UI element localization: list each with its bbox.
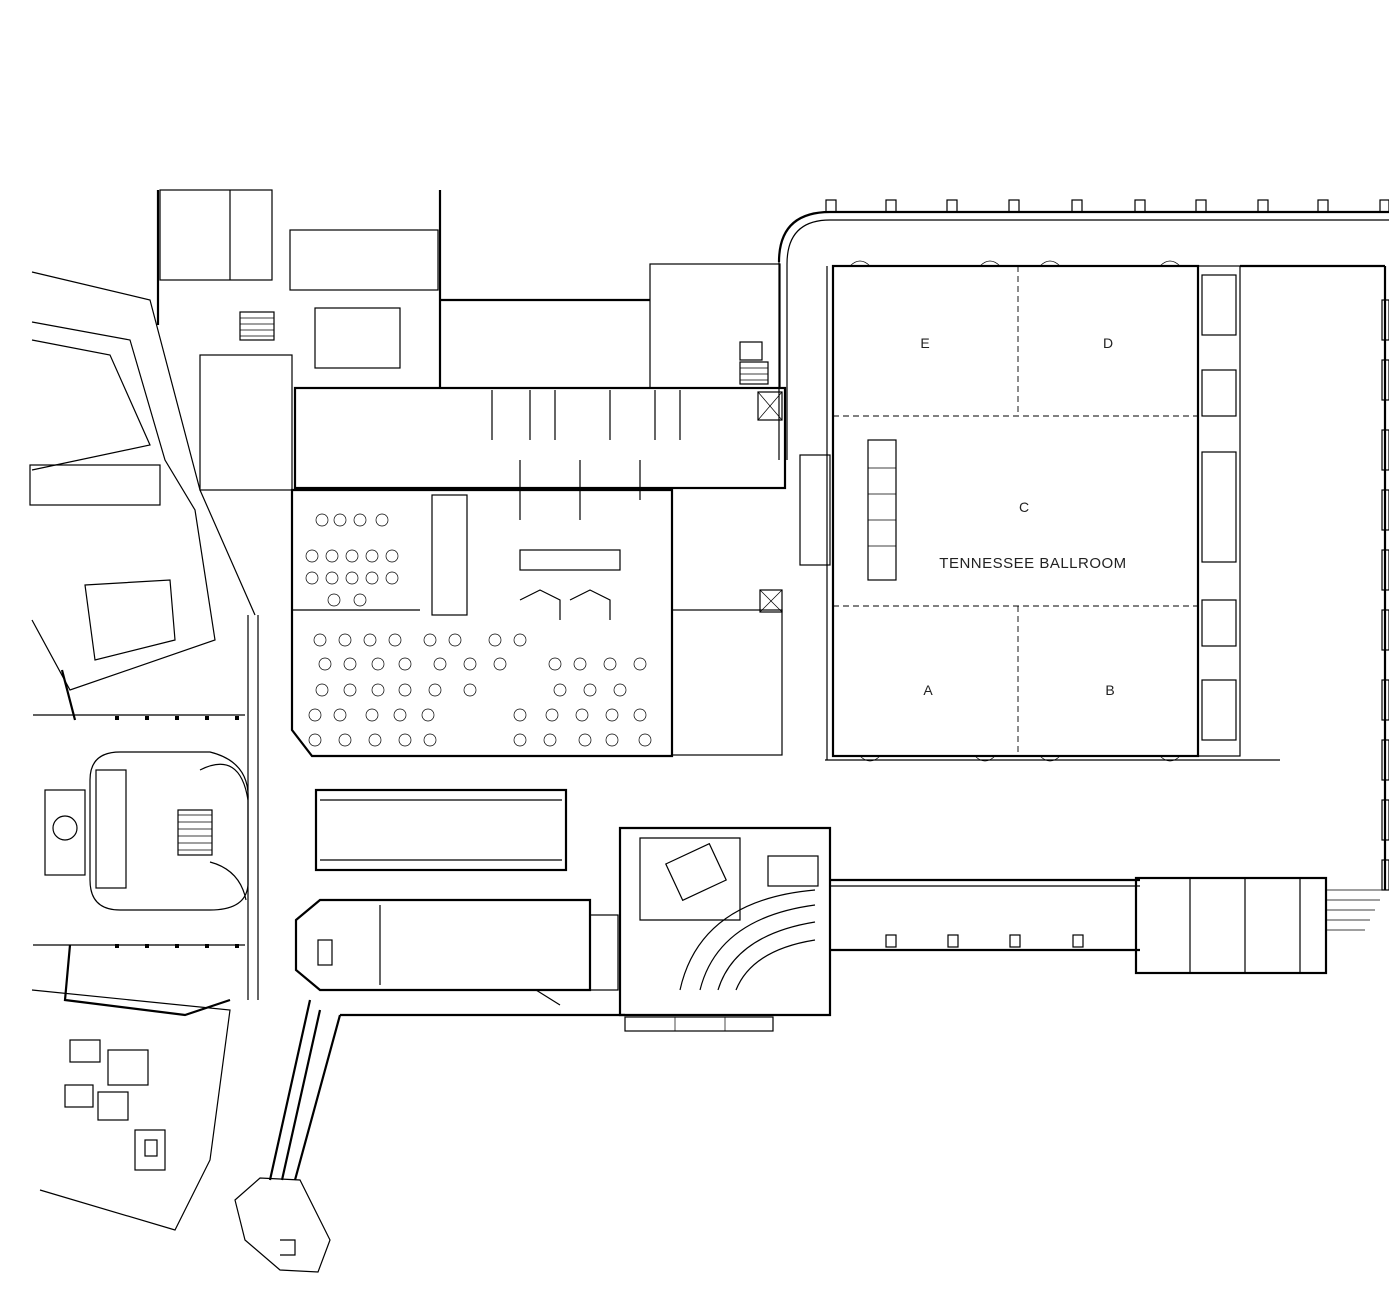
section-a-label: A	[923, 682, 933, 698]
dining-table	[365, 571, 379, 585]
dining-table	[353, 513, 367, 527]
dining-table	[423, 633, 437, 647]
dining-table	[308, 733, 322, 747]
ballroom-outline	[831, 264, 1200, 758]
atrium-columns	[115, 716, 239, 948]
dining-table	[605, 708, 619, 722]
dining-table	[613, 683, 627, 697]
dining-table	[448, 633, 462, 647]
dining-table	[428, 683, 442, 697]
dining-table	[423, 733, 437, 747]
tennessee-ballroom: E D C TENNESSEE BALLROOM A B	[777, 199, 1389, 891]
dining-table	[513, 708, 527, 722]
south-corridor	[830, 876, 1385, 975]
dining-table	[578, 733, 592, 747]
section-d-label: D	[1103, 335, 1113, 351]
atrium-stage	[33, 714, 249, 946]
section-b-label: B	[1105, 682, 1114, 698]
dining-table	[513, 733, 527, 747]
dining-table	[385, 571, 399, 585]
dining-table	[325, 571, 339, 585]
dining-table	[305, 571, 319, 585]
column-dot	[145, 716, 149, 720]
dining-table	[463, 683, 477, 697]
dining-table	[388, 633, 402, 647]
dining-table	[333, 513, 347, 527]
dining-table	[545, 708, 559, 722]
dining-table	[371, 683, 385, 697]
dining-table	[398, 733, 412, 747]
dining-table	[575, 708, 589, 722]
dining-table	[371, 657, 385, 671]
kitchen	[293, 386, 787, 756]
west-wing	[29, 271, 256, 721]
southwest-wing	[31, 944, 342, 1273]
column-markers-top	[825, 199, 1389, 213]
dining-tables	[305, 513, 652, 747]
dining-table	[573, 657, 587, 671]
ballroom-name-label: TENNESSEE BALLROOM	[939, 555, 1126, 572]
dining-table	[343, 657, 357, 671]
walkway	[247, 615, 259, 1000]
north-wing	[156, 189, 781, 491]
dining-table	[398, 683, 412, 697]
restaurant-dining	[290, 488, 674, 758]
dining-table	[638, 733, 652, 747]
column-dot	[175, 944, 179, 948]
dining-table	[327, 593, 341, 607]
dining-table	[553, 683, 567, 697]
dining-table	[318, 657, 332, 671]
north-stair	[239, 311, 769, 385]
column-dot	[235, 944, 239, 948]
dining-table	[338, 633, 352, 647]
dining-table	[605, 733, 619, 747]
dining-table	[633, 657, 647, 671]
column-markers-right	[1381, 299, 1389, 891]
dining-table	[488, 633, 502, 647]
dining-table	[305, 549, 319, 563]
dining-table	[338, 733, 352, 747]
dining-table	[353, 593, 367, 607]
dining-table	[375, 513, 389, 527]
dining-table	[315, 513, 329, 527]
theater	[589, 826, 832, 1032]
center-rooms	[294, 788, 625, 1017]
dining-table	[345, 549, 359, 563]
dining-table	[363, 633, 377, 647]
dining-table	[393, 708, 407, 722]
column-dot	[145, 944, 149, 948]
column-dot	[205, 716, 209, 720]
dining-table	[333, 708, 347, 722]
section-e-label: E	[920, 335, 929, 351]
column-dot	[175, 716, 179, 720]
dining-table	[583, 683, 597, 697]
dining-table	[368, 733, 382, 747]
dining-table	[493, 657, 507, 671]
dining-table	[315, 683, 329, 697]
dining-table	[543, 733, 557, 747]
dining-table	[365, 708, 379, 722]
column-dot	[115, 716, 119, 720]
dining-table	[548, 657, 562, 671]
dining-table	[463, 657, 477, 671]
dining-table	[345, 571, 359, 585]
dining-table	[603, 657, 617, 671]
column-dot	[115, 944, 119, 948]
dining-table	[513, 633, 527, 647]
dining-table	[633, 708, 647, 722]
dining-table	[343, 683, 357, 697]
column-dot	[235, 716, 239, 720]
dining-table	[385, 549, 399, 563]
dining-table	[313, 633, 327, 647]
column-dot	[205, 944, 209, 948]
dining-table	[421, 708, 435, 722]
dining-table	[365, 549, 379, 563]
dining-table	[398, 657, 412, 671]
dining-table	[433, 657, 447, 671]
dining-table	[325, 549, 339, 563]
section-c-label: C	[1019, 499, 1029, 515]
dining-table	[308, 708, 322, 722]
